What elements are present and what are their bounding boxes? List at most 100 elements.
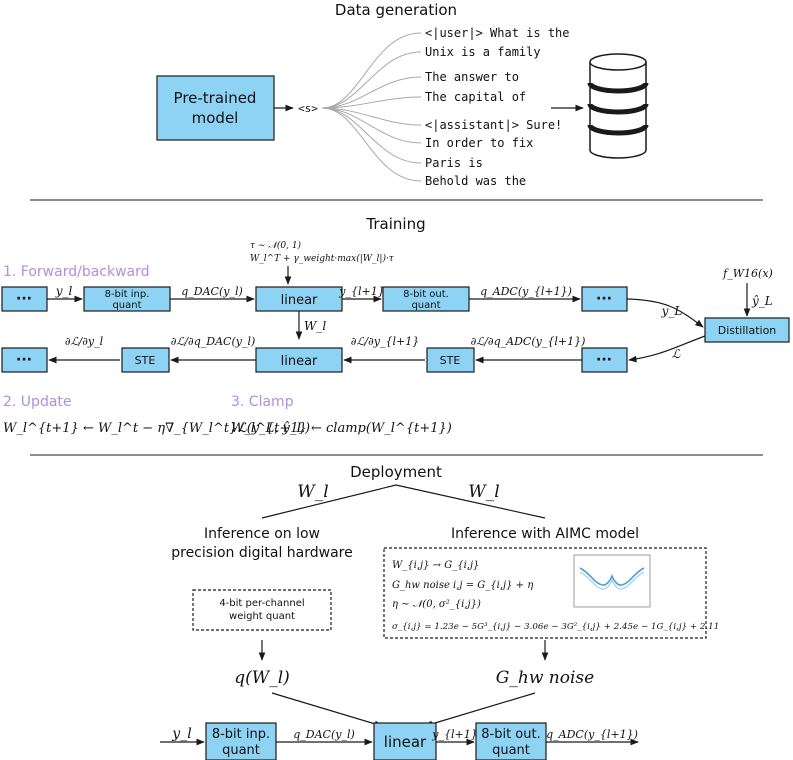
- pipeline-y-l1-label: y_{l+1}: [431, 728, 477, 741]
- deployment-title: Deployment: [350, 463, 442, 481]
- w-l-right-label: W_l: [468, 482, 499, 502]
- sample-text: Paris is: [425, 156, 483, 170]
- left-branch-title-2: precision digital hardware: [171, 545, 353, 561]
- pipeline-q-dac-label: q_DAC(y_l): [293, 728, 355, 741]
- sample-text: <|user|> What is the: [425, 26, 570, 40]
- g-noise-label: G_hw noise: [496, 668, 594, 688]
- start-token: <s>: [298, 102, 318, 115]
- sample-text: The capital of: [425, 90, 526, 104]
- y-hat-label: ŷ_L: [751, 294, 773, 308]
- out-quant-label-2: quant: [411, 300, 440, 311]
- y-L-label: y_L: [661, 304, 683, 318]
- sample-branches: [321, 32, 422, 182]
- inp-quant-label-1: 8-bit inp.: [105, 289, 150, 300]
- branch-line: [321, 32, 422, 109]
- inp-quant-label-2: quant: [112, 300, 141, 311]
- update-equation: W_l^{t+1} ← W_l^t − η∇_{W_l^t}ℒ(y_L, ŷ_L…: [3, 421, 310, 436]
- dl-dyl-label: ∂ℒ/∂y_l: [65, 335, 104, 348]
- pipeline-inp-quant-label-2: quant: [222, 743, 260, 758]
- aimc-equation-1: W_{i,j} → G_{i,j}: [392, 560, 479, 571]
- data-generation-section: Data generation Pre-trained model <s> <|…: [156, 1, 649, 188]
- linear-backward-box: [255, 347, 343, 373]
- dots-label: ···: [596, 291, 612, 307]
- aimc-equation-4: σ_{i,j} = 1.23e − 5G³_{i,j} − 3.06e − 3G…: [392, 622, 719, 632]
- weight-quant-label-2: weight quant: [229, 611, 295, 622]
- dl-dqdac-label: ∂ℒ/∂q_DAC(y_l): [171, 335, 256, 348]
- dl-dyl1-label: ∂ℒ/∂y_{l+1}: [351, 335, 419, 348]
- sample-text: Unix is a family: [425, 45, 541, 59]
- pipeline-out-quant-label-2: quant: [492, 743, 530, 758]
- noise-equation-1: τ ∼ 𝒩(0, 1): [250, 240, 302, 251]
- noise-equation-2: W_l^T + γ_weight·max(|W_l|)·τ: [250, 253, 395, 264]
- y-l1-label: y_{l+1}: [338, 285, 384, 298]
- ste-box-left: [121, 347, 170, 373]
- step-forward-backward-label: 1. Forward/backward: [3, 264, 150, 280]
- pretrained-model-label-2: model: [192, 109, 239, 127]
- sample-text: Behold was the: [425, 174, 526, 188]
- training-title: Training: [365, 215, 425, 233]
- weight-quant-label-1: 4-bit per-channel: [219, 598, 304, 609]
- y-L-curve: [626, 298, 704, 328]
- q-adc-label: q_ADC(y_{l+1}): [480, 285, 572, 298]
- branch-line: [321, 51, 422, 109]
- y-l-label: y_l: [55, 284, 73, 298]
- inp-quant-box: [83, 286, 171, 312]
- q-dac-label: q_DAC(y_l): [181, 285, 243, 298]
- branch-right: [395, 484, 546, 519]
- q-w-label: q(W_l): [234, 668, 290, 688]
- branch-left: [261, 484, 397, 519]
- branch-line: [321, 107, 422, 144]
- pretrained-model-label-1: Pre-trained: [174, 89, 257, 107]
- sample-text: In order to fix: [425, 136, 533, 150]
- branch-line: [321, 76, 422, 109]
- linear-label: linear: [281, 354, 318, 369]
- loss-label: ℒ: [672, 347, 681, 361]
- deployment-section: Deployment W_l W_l Inference on low prec…: [160, 463, 719, 760]
- out-quant-label-1: 8-bit out.: [403, 289, 449, 300]
- branch-line: [321, 96, 422, 109]
- aimc-equation-3: η ∼ 𝒩(0, σ²_{i,j}): [392, 599, 481, 610]
- training-section: Training 1. Forward/backward τ ∼ 𝒩(0, 1)…: [1, 215, 790, 436]
- sample-text: <|assistant|> Sure!: [425, 118, 562, 132]
- dots-label: ···: [16, 291, 32, 307]
- data-generation-title: Data generation: [335, 1, 457, 19]
- pipeline-q-adc-label: q_ADC(y_{l+1}): [546, 728, 638, 741]
- g-to-linear-arrow: [424, 692, 536, 728]
- branch-line: [321, 107, 422, 182]
- right-branch-title: Inference with AIMC model: [451, 526, 639, 542]
- w-l-left-label: W_l: [297, 482, 328, 502]
- loss-curve: [628, 335, 706, 363]
- step-update-label: 2. Update: [3, 394, 72, 410]
- linear-label: linear: [281, 293, 318, 308]
- pipeline-inp-quant-label-1: 8-bit inp.: [212, 727, 270, 742]
- noise-plot-inset: [573, 554, 651, 608]
- dots-label: ···: [596, 352, 612, 368]
- backward-dots-box: [1, 347, 48, 373]
- step-clamp-label: 3. Clamp: [231, 394, 294, 410]
- ste-label: STE: [440, 354, 461, 367]
- dl-dqadc-label: ∂ℒ/∂q_ADC(y_{l+1}): [471, 335, 586, 348]
- pipeline-out-quant-label-1: 8-bit out.: [481, 727, 540, 742]
- clamp-equation: W_l^{t+1} ← clamp(W_l^{t+1}): [231, 421, 452, 436]
- qw-to-linear-arrow: [271, 692, 383, 728]
- ste-box-right: [426, 347, 475, 373]
- teacher-label: f_W16(x): [722, 267, 773, 280]
- dots-label: ···: [16, 352, 32, 368]
- pretrained-model-box: [156, 75, 275, 141]
- sample-text: The answer to: [425, 70, 519, 84]
- pipeline-linear-box: [373, 722, 437, 760]
- sample-list: <|user|> What is the Unix is a family Th…: [425, 26, 570, 188]
- w-l-label: W_l: [304, 319, 326, 333]
- branch-line: [321, 107, 422, 126]
- noise-curve-band: [579, 571, 645, 590]
- aimc-model-box: [383, 547, 707, 639]
- database-icon: [587, 53, 649, 159]
- backward-dots-box-right: [581, 347, 628, 373]
- left-branch-title-1: Inference on low: [204, 526, 320, 542]
- pipeline-y-l-label: y_l: [171, 726, 191, 742]
- forward-dots-box-right: [581, 286, 628, 312]
- aimc-equation-2: G_hw noise i,j = G_{i,j} + η: [392, 580, 533, 591]
- distillation-label: Distillation: [718, 324, 777, 337]
- weight-quant-box: [192, 589, 332, 631]
